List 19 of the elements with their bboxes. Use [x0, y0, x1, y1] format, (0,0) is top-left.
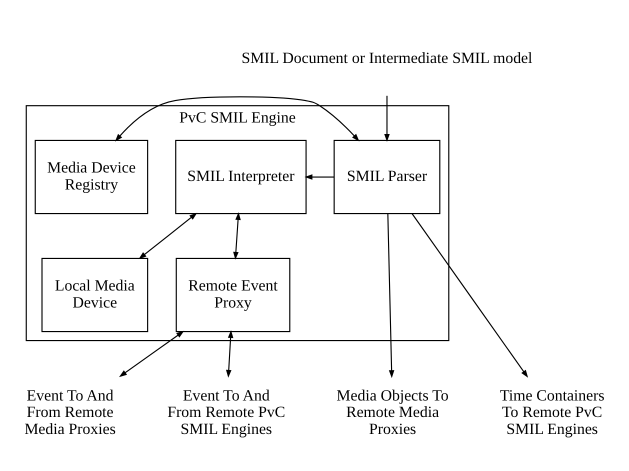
arrow	[138, 212, 198, 259]
arrow	[226, 330, 234, 378]
node-box: SMIL Parser	[334, 139, 440, 214]
node-text: Time Containers To Remote PvC SMIL Engines	[500, 386, 604, 438]
arrow	[114, 96, 360, 142]
arrow	[233, 212, 241, 260]
node-box: Local Media Device	[41, 257, 148, 332]
node-text: Event To And From Remote Media Proxies	[24, 386, 116, 438]
node-box: Media Device Registry	[34, 139, 148, 214]
node-box: Remote Event Proxy	[176, 257, 290, 332]
arrow	[119, 330, 184, 377]
node-text: Media Objects To Remote Media Proxies	[336, 386, 449, 438]
node-text: Event To And From Remote PvC SMIL Engines	[167, 386, 286, 438]
arrow	[387, 213, 394, 378]
arrow	[384, 95, 390, 142]
node-box: SMIL Interpreter	[175, 139, 307, 214]
node-text: SMIL Document or Intermediate SMIL model	[242, 50, 532, 67]
arrow	[412, 212, 528, 378]
arrow	[304, 174, 334, 180]
